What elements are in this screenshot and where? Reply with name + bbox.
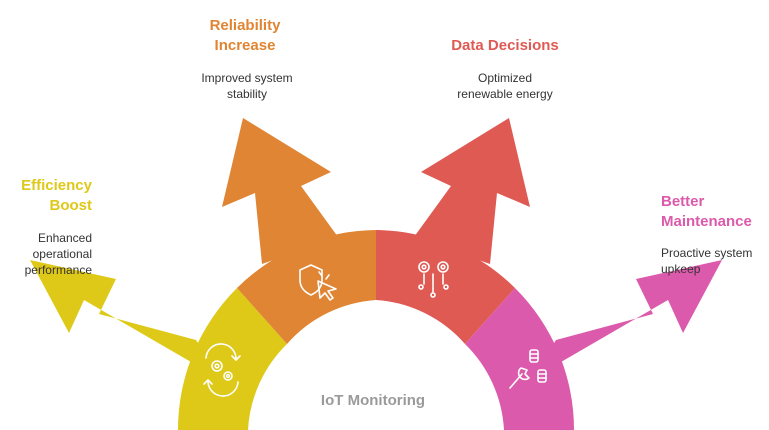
segment-maintenance — [465, 260, 722, 430]
reliability-title-line1: Reliability — [209, 17, 281, 34]
center-label: IoT Monitoring — [320, 392, 426, 409]
maintenance-title: Better Maintenance — [661, 192, 767, 232]
efficiency-desc-line1: Enhanced — [37, 231, 92, 245]
reliability-title-line2: Increase — [214, 37, 276, 54]
data-desc-line2: renewable energy — [457, 87, 553, 101]
efficiency-arrow — [30, 260, 222, 380]
efficiency-description: Enhanced operational performance — [0, 230, 92, 278]
gears-cycle-icon — [203, 343, 241, 397]
maintenance-arrow — [530, 260, 722, 380]
efficiency-title: Efficiency Boost — [8, 176, 92, 216]
reliability-description: Improved system stability — [180, 70, 314, 102]
reliability-ring-segment — [237, 230, 376, 344]
efficiency-title-line2: Boost — [49, 197, 93, 214]
efficiency-title-line1: Efficiency — [21, 177, 92, 194]
data-arrow — [414, 118, 530, 264]
data-description: Optimized renewable energy — [440, 70, 570, 102]
reliability-arrow — [222, 118, 338, 264]
reliability-title: Reliability Increase — [190, 16, 300, 56]
data-desc-line1: Optimized — [477, 71, 533, 85]
data-ring-segment — [376, 230, 515, 344]
maintenance-title-line1: Better — [661, 193, 705, 210]
maintenance-ring-segment — [465, 288, 575, 430]
efficiency-desc-line2: operational — [32, 247, 92, 261]
gears-network-icon — [418, 261, 449, 298]
reliability-desc-line2: stability — [226, 87, 267, 101]
maintenance-title-line2: Maintenance — [661, 213, 752, 230]
maintenance-desc-line2: upkeep — [661, 262, 701, 276]
maintenance-desc-line1: Proactive system — [661, 246, 753, 260]
data-title-line1: Data Decisions — [451, 37, 559, 54]
shield-cursor-icon — [299, 264, 337, 301]
segment-reliability — [222, 118, 376, 344]
segment-data — [376, 118, 530, 344]
reliability-desc-line1: Improved system — [201, 71, 293, 85]
efficiency-ring-segment — [177, 288, 287, 430]
data-title: Data Decisions — [430, 36, 580, 56]
efficiency-desc-line3: performance — [24, 263, 92, 277]
maintenance-description: Proactive system upkeep — [661, 245, 767, 277]
segment-efficiency — [30, 260, 287, 430]
wrench-bolts-icon — [509, 349, 547, 389]
